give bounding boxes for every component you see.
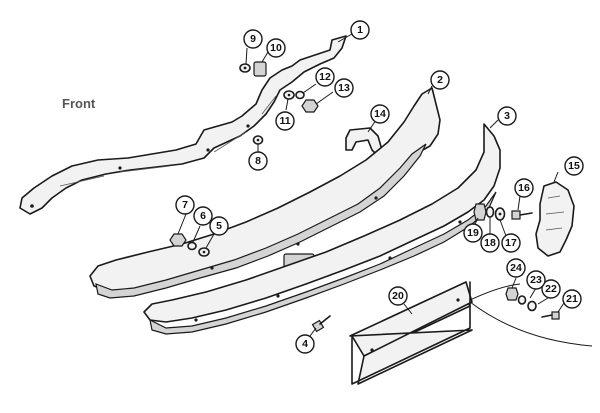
callout-3-label: 3: [504, 110, 510, 122]
part-20-number-plate: [349, 281, 473, 385]
callout-11-label: 11: [279, 115, 290, 127]
callout-2-label: 2: [437, 74, 443, 86]
callout-23: 23: [526, 270, 546, 290]
callout-11: 11: [275, 111, 295, 131]
callout-19-label: 19: [467, 227, 479, 239]
callout-6-label: 6: [200, 210, 206, 222]
callout-9-label: 9: [250, 33, 256, 45]
callout-20-label: 20: [392, 290, 404, 302]
part-24-nut: [505, 287, 519, 301]
part-10-rubber-bush: [253, 61, 267, 77]
part-15-overrider: [535, 181, 575, 257]
callout-22: 22: [541, 279, 561, 299]
callout-15-label: 15: [568, 160, 580, 172]
callout-13: 13: [334, 78, 354, 98]
callout-16-label: 16: [518, 182, 530, 194]
callout-13-label: 13: [338, 82, 350, 94]
callout-3: 3: [497, 106, 517, 126]
part-5-washer: [198, 247, 210, 257]
callout-9: 9: [243, 29, 263, 49]
part-18-spring-washer: [485, 206, 495, 218]
part-3-bumper-valance: [143, 123, 501, 335]
callout-24: 24: [506, 258, 526, 278]
callout-17-label: 17: [505, 237, 517, 249]
part-12-spring-washer: [295, 90, 305, 100]
callout-22-label: 22: [545, 283, 557, 295]
callout-7: 7: [175, 195, 195, 215]
callout-20: 20: [388, 286, 408, 306]
callout-18-label: 18: [484, 237, 496, 249]
part-19-nut: [473, 203, 487, 221]
callout-4: 4: [295, 334, 315, 354]
part-11-washer: [283, 90, 295, 100]
callout-2: 2: [430, 70, 450, 90]
callout-17: 17: [501, 233, 521, 253]
callout-7-label: 7: [182, 199, 188, 211]
callout-21: 21: [562, 289, 582, 309]
callout-8-label: 8: [255, 155, 261, 167]
callout-5: 5: [209, 216, 229, 236]
part-7-nut: [169, 233, 187, 247]
callout-4-label: 4: [302, 338, 308, 350]
callout-16: 16: [514, 178, 534, 198]
callout-24-label: 24: [510, 262, 522, 274]
callout-12-label: 12: [319, 71, 331, 83]
callout-14: 14: [370, 104, 390, 124]
callout-8: 8: [248, 151, 268, 171]
callout-15: 15: [564, 156, 584, 176]
part-13-nut: [301, 99, 319, 113]
callout-5-label: 5: [216, 220, 222, 232]
callout-1-label: 1: [357, 24, 363, 36]
front-label: Front: [62, 96, 96, 111]
callout-23-label: 23: [530, 274, 542, 286]
part-14-bracket: [345, 127, 383, 157]
callout-10-label: 10: [270, 42, 282, 54]
callout-1: 1: [350, 20, 370, 40]
part-22-washer: [527, 300, 537, 312]
part-17-washer: [494, 207, 506, 221]
callout-19: 19: [463, 223, 483, 243]
callout-6: 6: [193, 206, 213, 226]
callout-12: 12: [315, 67, 335, 87]
callout-14-label: 14: [374, 108, 386, 120]
part-6-spring-washer: [187, 241, 197, 251]
part-23-spring-washer: [517, 295, 527, 305]
part-16-bolt: [511, 210, 533, 220]
callout-21-label: 21: [566, 293, 578, 305]
callout-18: 18: [480, 233, 500, 253]
part-1-bumper-bracket: [19, 35, 347, 215]
callout-10: 10: [266, 38, 286, 58]
part-21-screw: [541, 311, 560, 320]
part-9-washer: [239, 63, 251, 73]
part-8-washer: [252, 135, 264, 145]
